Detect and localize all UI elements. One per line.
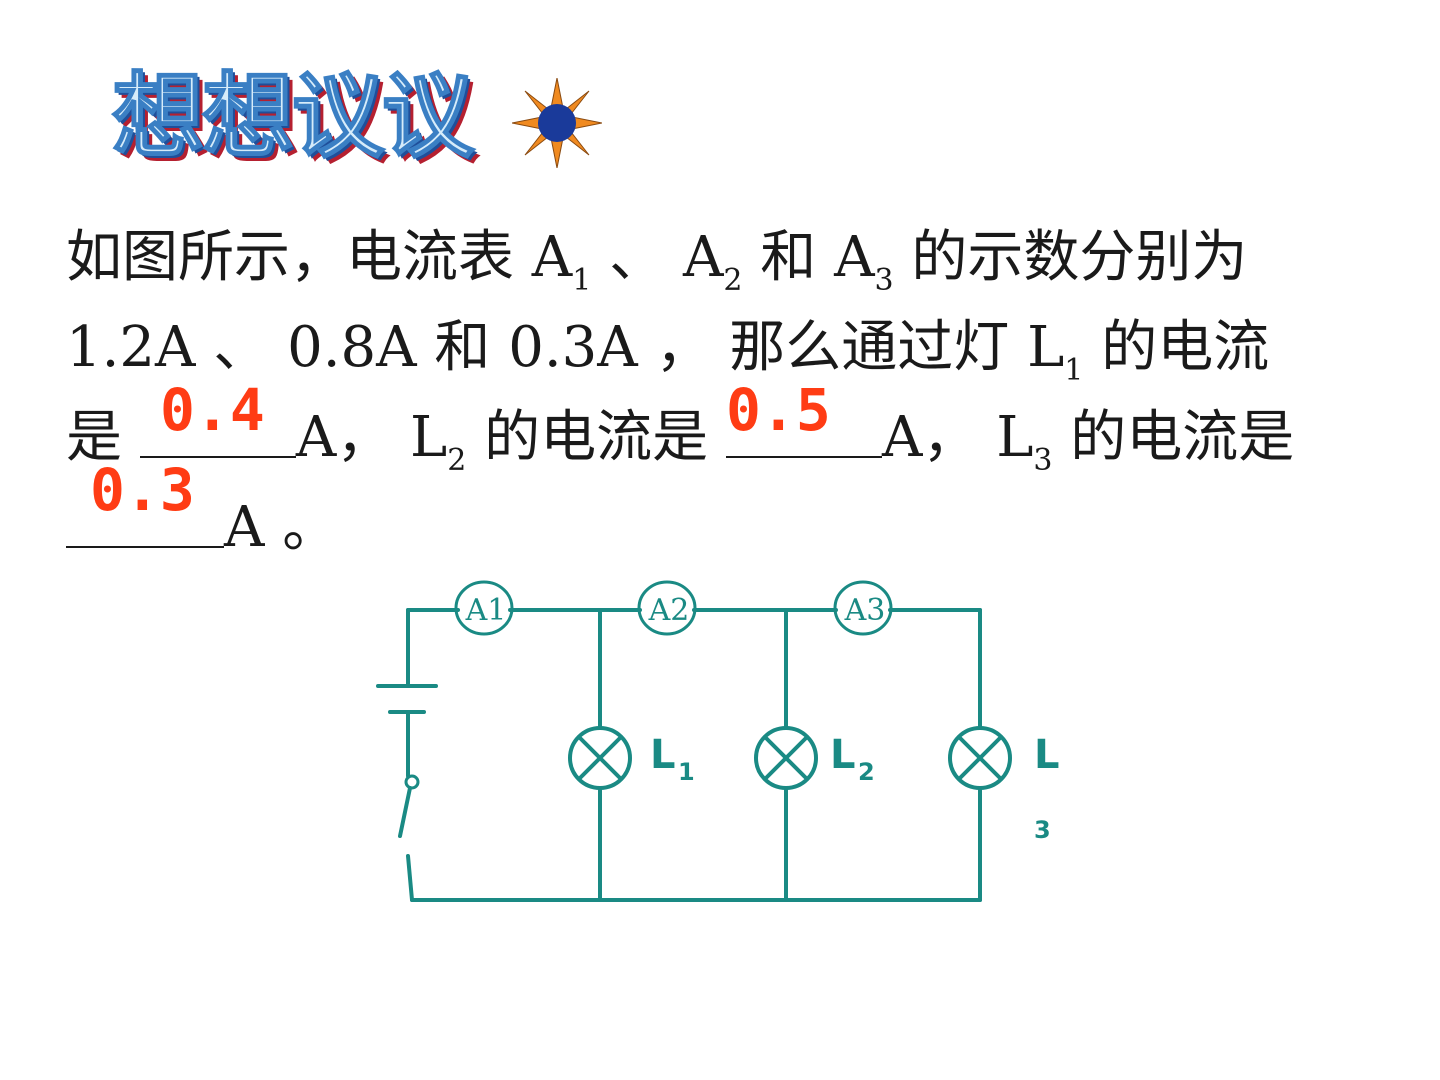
question-text: 和 A [742,225,875,290]
lamp-l2-label: L [830,732,856,778]
ammeter-a2-label: A2 [648,593,690,628]
ammeter-a2 [637,580,697,636]
switch-blade [398,786,412,838]
answer-l2: 0.5 [726,376,831,444]
lamp-l2 [754,726,818,790]
ammeter-a3 [833,580,893,636]
subscript: 1 [1064,353,1084,388]
lamp-l3-subscript: 3 [1034,816,1051,844]
wire [406,854,414,902]
question-text: 是 [66,405,140,470]
ammeter-a1-label: A1 [465,593,507,628]
question-text: 的示数分别为 [893,225,1248,290]
answer-l3: 0.3 [90,456,195,524]
question-text: 1.2A 、 0.8A 和 0.3A ， 那么通过灯 L [66,315,1065,380]
ammeter-a3-label: A3 [844,593,886,628]
question-line-2: 1.2A 、 0.8A 和 0.3A ， 那么通过灯 L1 的电流 [66,308,1269,388]
lamp-l1-subscript: 1 [678,758,695,786]
subscript: 3 [874,263,894,298]
lamp-l1 [568,726,632,790]
question-text: A， L [881,405,1034,470]
answer-blank-l2 [725,398,882,458]
circuit-diagram: A1 A2 A3 L 1 L 2 L 3 [376,580,1060,902]
answer-l1: 0.4 [160,376,265,444]
lamp-l1-label: L [650,732,676,778]
ammeter-a1 [454,580,514,636]
lamp-l3-label: L [1034,732,1060,778]
question-line-1: 如图所示，电流表 A1 、 A2 和 A3 的示数分别为 [66,218,1247,298]
question-text: A 。 [224,495,339,560]
question-text: 的电流是 [1052,405,1295,470]
lamp-l3 [948,726,1012,790]
lamp-l2-subscript: 2 [858,758,875,786]
subscript: 1 [572,263,592,298]
sun-icon [512,78,602,168]
question-line-4: A 。 [66,488,338,568]
question-text: 、 A [591,225,724,290]
switch-contact [404,774,420,790]
subscript: 2 [447,443,467,478]
question-text: 的电流 [1083,315,1270,380]
answer-blank-l1 [139,398,296,458]
answer-blank-l3 [66,488,224,548]
slide-title: 想想议议 [111,62,475,171]
subscript: 2 [723,263,743,298]
question-line-3: 是 A， L2 的电流是 A， L3 的电流是 [66,398,1294,478]
subscript: 3 [1033,443,1053,478]
question-text: A， L [295,405,448,470]
question-text: 的电流是 [466,405,726,470]
question-text: 如图所示，电流表 A [66,225,573,290]
